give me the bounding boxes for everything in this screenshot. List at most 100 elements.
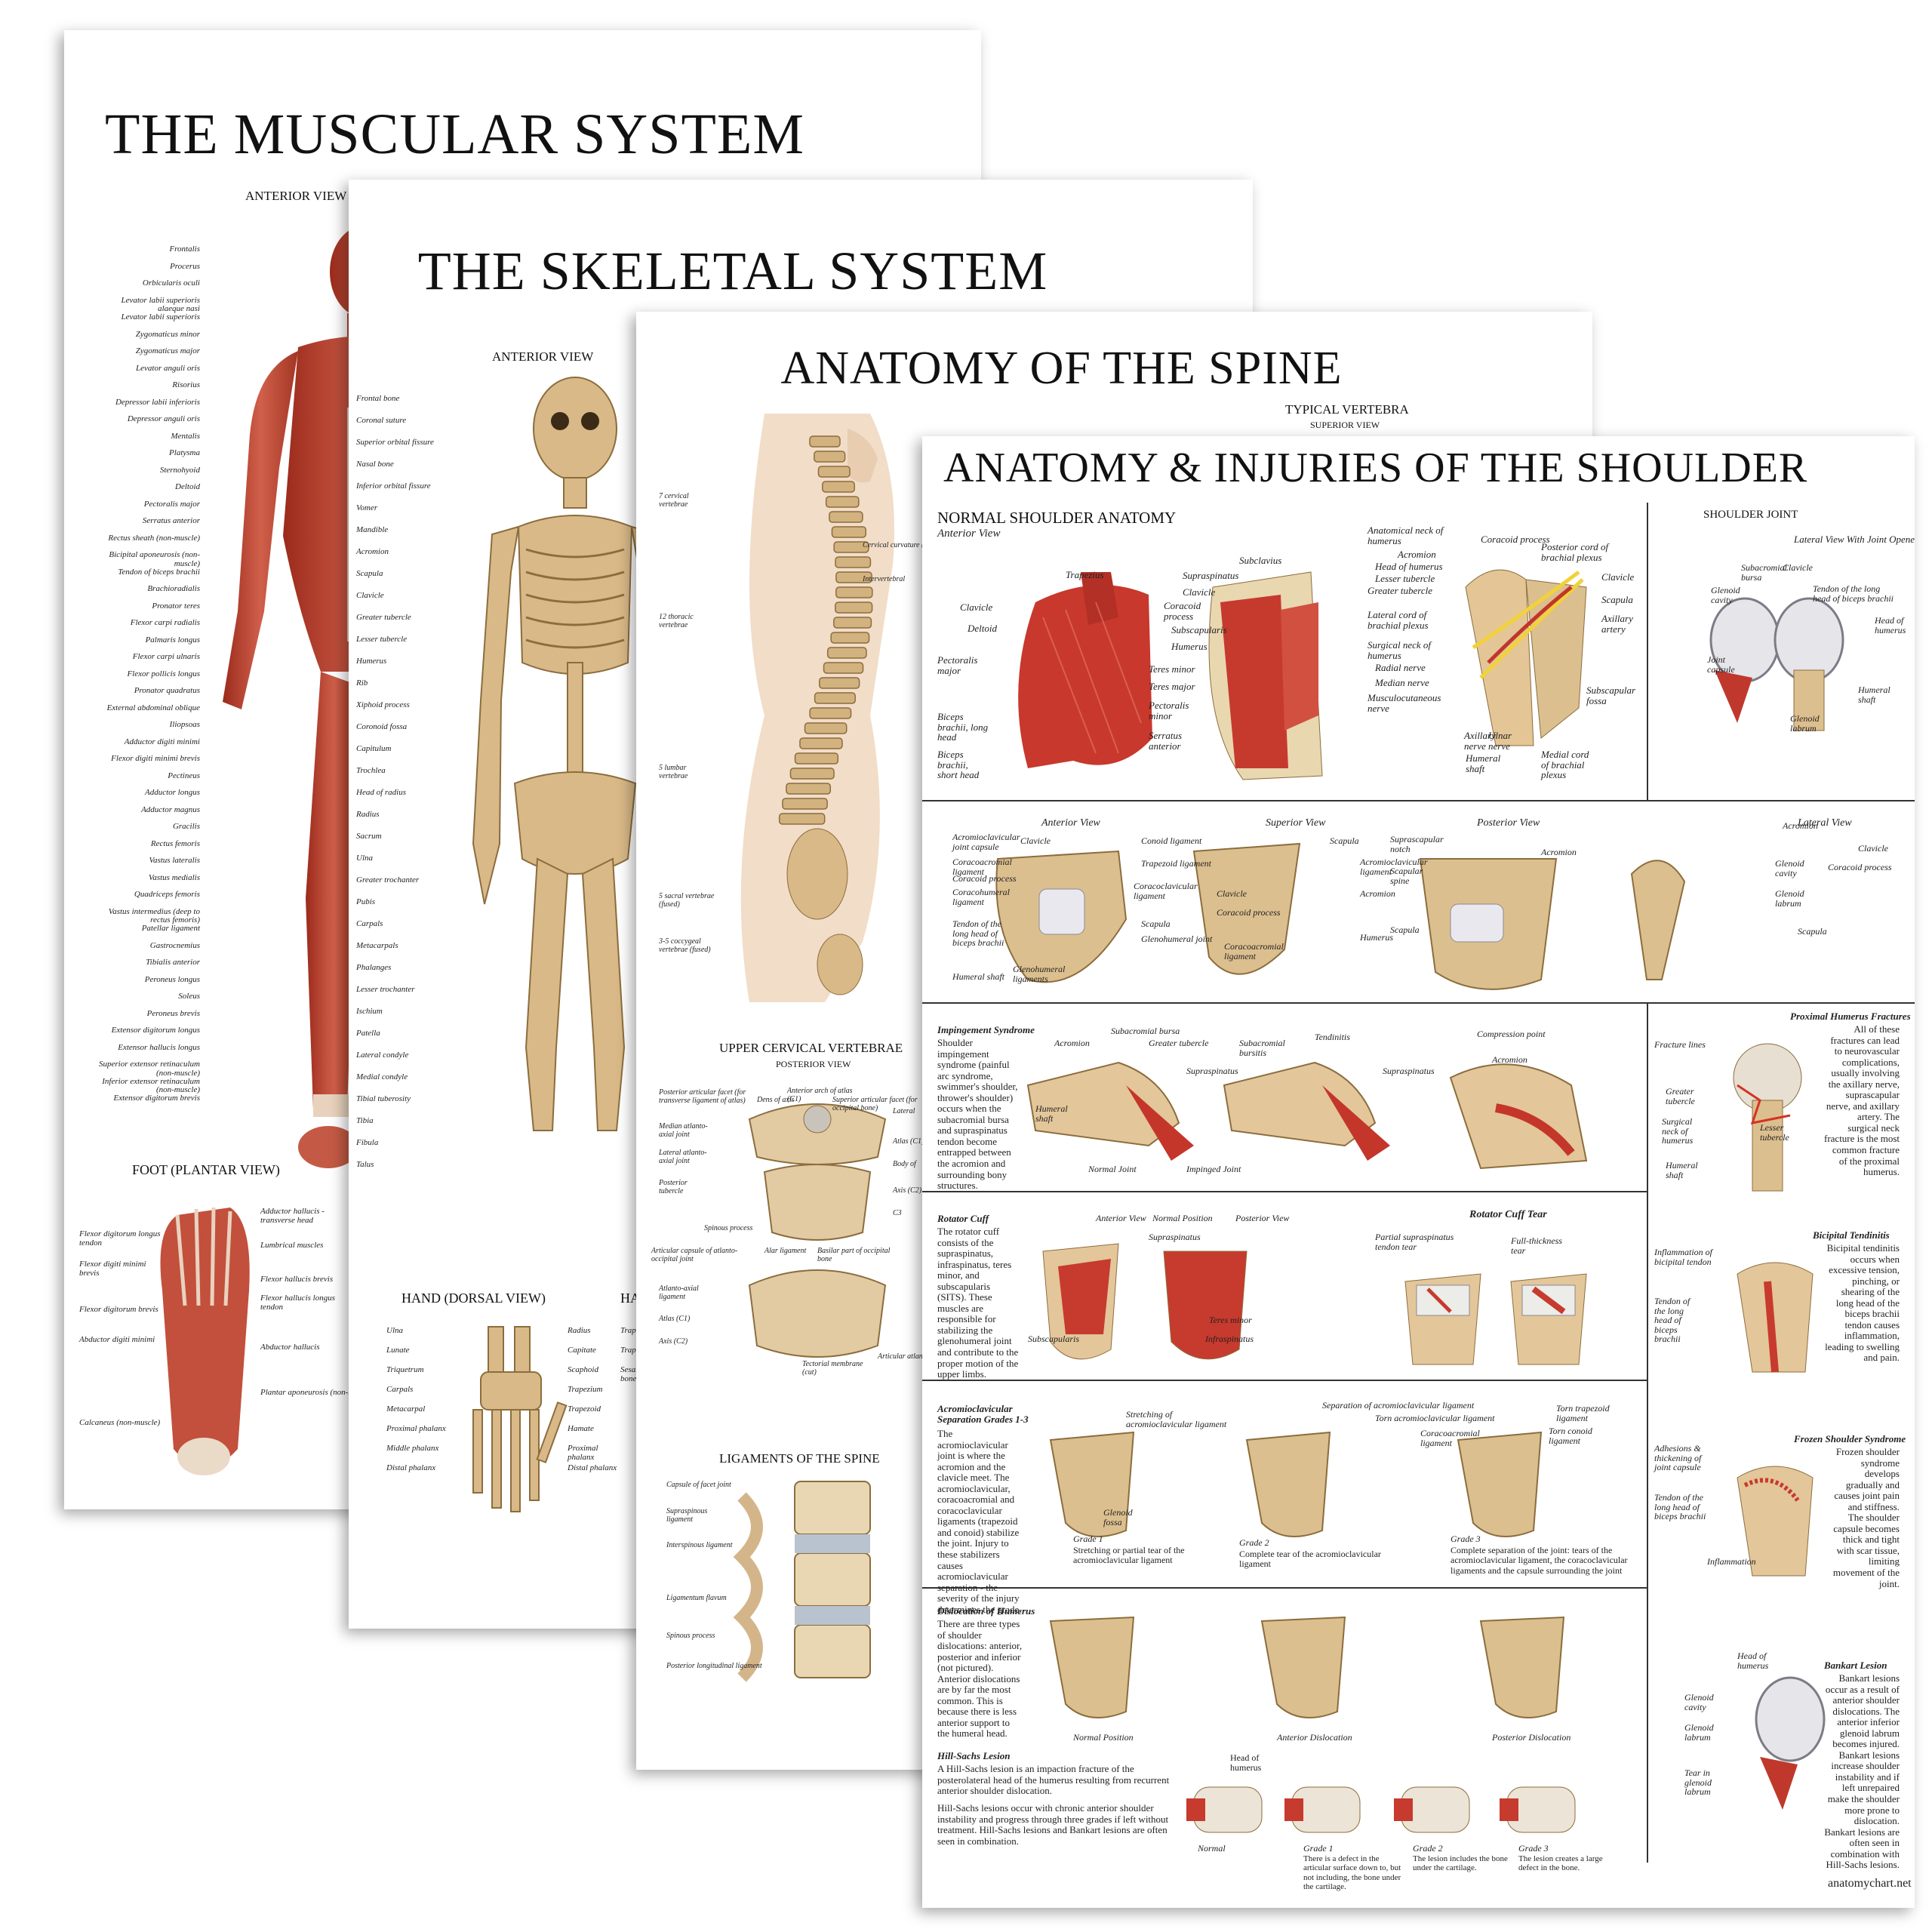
spine-region-label: 7 cervical vertebrae	[659, 492, 689, 509]
muscle-label: Gracilis	[172, 822, 200, 831]
bankart-label: Head of humerus	[1737, 1651, 1769, 1671]
cervical-label: C3	[893, 1209, 902, 1217]
view-label: Coracoclavicular ligament	[1134, 881, 1198, 901]
impingement-label: Impinged Joint	[1186, 1164, 1241, 1174]
cervical-label: Axis (C2)	[893, 1186, 922, 1195]
bone-label: Patella	[356, 1029, 380, 1038]
cervical-label: Body of	[893, 1160, 916, 1168]
view-label: Glenohumeral joint	[1141, 934, 1213, 944]
anatomy-label: Acromion	[1398, 549, 1436, 560]
hand-bone-label: Triquetrum	[386, 1365, 424, 1374]
bone-label: Inferior orbital fissure	[356, 481, 431, 491]
bicipital-text: Bicipital tendinitis occurs when excessi…	[1825, 1242, 1900, 1364]
dislocation-caption: Posterior Dislocation	[1492, 1732, 1571, 1743]
brachial-plexus-illustration	[1465, 569, 1587, 746]
hand-bone-label: Distal phalanx	[386, 1463, 436, 1472]
hand-bone-label: Radius	[568, 1326, 591, 1335]
view-label: Scapula	[1141, 918, 1171, 929]
dislocation-caption: Normal Position	[1073, 1732, 1134, 1743]
fracture-label: Humeral shaft	[1666, 1160, 1698, 1180]
anatomy-label: Medial cord of brachial plexus	[1541, 749, 1589, 781]
frozen-label: Adhesions & thickening of joint capsule	[1654, 1443, 1702, 1473]
anatomy-label: Serratus anterior	[1149, 730, 1183, 752]
vertebra	[809, 707, 852, 719]
muscle-label: Brachioradialis	[147, 584, 200, 593]
muscle-label: Zygomaticus minor	[135, 329, 200, 339]
view-label: Acromion	[1783, 820, 1818, 831]
ac-label: Glenoid fossa	[1103, 1507, 1133, 1527]
bone-label: Humerus	[356, 657, 387, 666]
view-label: Coracoid process	[1217, 907, 1281, 918]
hillsachs-grade-name: Grade 1	[1303, 1843, 1334, 1854]
cervical-ligament-label: Articular capsule of atlanto-occipital j…	[651, 1247, 738, 1263]
view-label: Acromioclavicular joint capsule	[952, 832, 1020, 852]
ac-label: Coracoacromial ligament	[1420, 1428, 1480, 1448]
cervical-label: Lateral	[893, 1107, 915, 1115]
vertebra	[835, 571, 872, 583]
frozen-illustration	[1737, 1466, 1814, 1577]
muscle-label: Zygomaticus major	[135, 346, 200, 355]
bone-label: Capitulum	[356, 744, 392, 753]
view-label: ANTERIOR VIEW	[245, 189, 347, 203]
vertebra	[835, 556, 872, 568]
cervical-label: Median atlanto-axial joint	[659, 1122, 708, 1139]
impingement-label: Compression point	[1477, 1029, 1546, 1039]
anatomy-label: Musculocutaneous nerve	[1367, 692, 1441, 714]
vertebra	[825, 496, 860, 508]
ligament-label: Posterior longitudinal ligament	[666, 1662, 762, 1670]
view-label: Trapezoid ligament	[1141, 858, 1212, 869]
view-label: Scapula	[1390, 924, 1420, 935]
muscle-label: Tibialis anterior	[146, 958, 200, 967]
hillsachs-title: Hill-Sachs Lesion	[937, 1750, 1011, 1761]
bone-label: Coronal suture	[356, 416, 407, 425]
cervical-label: Posterior articular facet (for transvers…	[659, 1088, 746, 1105]
hand-bone-label: Middle phalanx	[386, 1444, 439, 1453]
hillsachs-text2: Hill-Sachs lesions occur with chronic an…	[937, 1802, 1169, 1847]
bankart-text: Bankart lesions occur as a result of ant…	[1824, 1672, 1900, 1871]
muscle-label: Quadriceps femoris	[134, 890, 200, 899]
view-label: Acromion	[1360, 888, 1395, 899]
bicipital-label: Tendon of the long head of biceps brachi…	[1654, 1296, 1690, 1345]
upper-cervical-title: UPPER CERVICAL VERTEBRAE	[719, 1041, 903, 1055]
humerus-fx-title: Proximal Humerus Fractures	[1790, 1011, 1911, 1022]
grade-name: Grade 3	[1451, 1534, 1481, 1544]
anatomy-label: Pectoralis major	[937, 654, 978, 676]
view-superior-caption: Superior View	[1266, 817, 1326, 829]
muscle-label: Risorius	[172, 380, 200, 389]
impingement-text: Shoulder impingement syndrome (painful a…	[937, 1037, 1018, 1192]
cervical-ligament-label: Atlanto-axial ligament	[659, 1284, 699, 1301]
grade-name: Grade 1	[1073, 1534, 1103, 1544]
vertebra	[794, 752, 839, 764]
anatomy-label: Median nerve	[1375, 677, 1429, 688]
ac-sep-title: Acromioclavicular Separation Grades 1-3	[937, 1403, 1029, 1425]
bone-label: Greater tubercle	[356, 613, 411, 622]
ligament-label: Capsule of facet joint	[666, 1481, 731, 1489]
spine-region-label: 3-5 coccygeal vertebrae (fused)	[659, 937, 711, 954]
view-label: Glenoid cavity	[1775, 858, 1804, 878]
anatomy-label: Anatomical neck of humerus	[1367, 525, 1444, 546]
views-row-illustration	[995, 842, 1686, 990]
muscle-label: Gastrocnemius	[149, 940, 200, 950]
ligaments-illustration	[733, 1481, 871, 1682]
muscle-label: Pronator teres	[152, 601, 200, 611]
muscle-label: Serratus anterior	[142, 516, 200, 525]
bone-label: Scapula	[356, 569, 383, 578]
rotator-label: Infraspinatus	[1205, 1334, 1254, 1344]
muscles-anterior-illustration	[1018, 572, 1152, 768]
bone-label: Metacarpals	[356, 941, 398, 950]
anatomy-label: Head of humerus	[1375, 561, 1443, 572]
ac-sep-illustration	[1049, 1431, 1543, 1537]
anatomy-label: Humeral shaft	[1466, 752, 1501, 774]
muscle-label: Rectus sheath (non-muscle)	[108, 533, 200, 543]
impingement-label: Greater tubercle	[1149, 1038, 1209, 1048]
view-label: Clavicle	[1020, 835, 1051, 846]
bicipital-title: Bicipital Tendinitis	[1813, 1229, 1890, 1241]
frozen-title: Frozen Shoulder Syndrome	[1794, 1433, 1906, 1444]
joint-label: Humeral shaft	[1858, 685, 1890, 705]
view-label: Tendon of the long head of biceps brachi…	[952, 918, 1004, 949]
hillsachs-grade-text: There is a defect in the articular surfa…	[1303, 1854, 1401, 1891]
vertebra	[809, 435, 841, 448]
cervical-label: Anterior arch of atlas (C1)	[787, 1087, 853, 1103]
view-label: Scapular spine	[1390, 866, 1423, 886]
cervical-ligament-label: Tectorial membrane (cut)	[802, 1360, 863, 1377]
